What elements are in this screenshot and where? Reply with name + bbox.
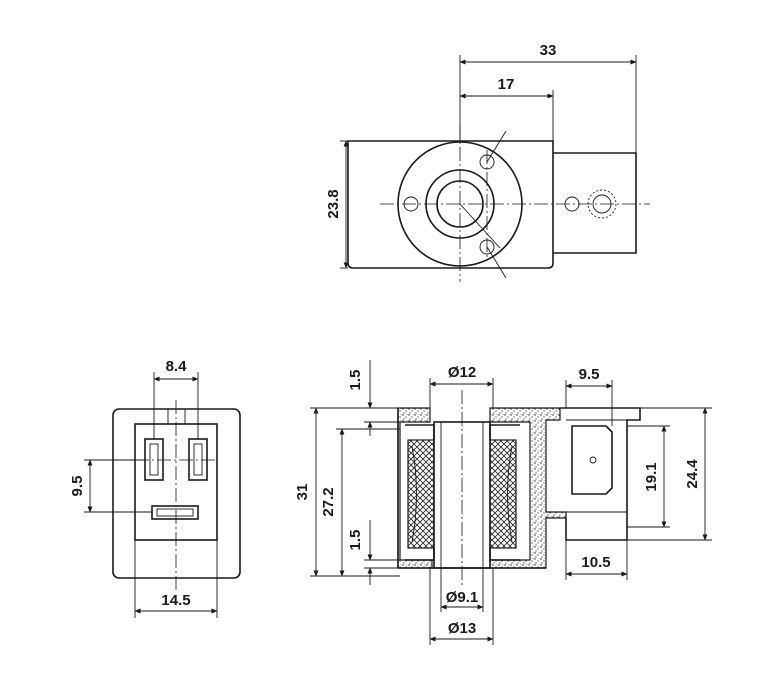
dim-label-9-5: 9.5 xyxy=(69,476,86,497)
dim-label-9-5c: 9.5 xyxy=(579,366,600,383)
section-blade xyxy=(571,425,613,495)
dim-label-17: 17 xyxy=(498,76,515,93)
dim-label-8-4: 8.4 xyxy=(166,358,188,375)
top-leader-lower xyxy=(486,246,507,279)
top-view: 33 17 23.8 xyxy=(325,42,650,282)
top-gland-circle xyxy=(587,189,617,219)
dim-label-23-8: 23.8 xyxy=(325,189,342,218)
dim-label-27-2: 27.2 xyxy=(320,487,337,516)
front-pin-ground xyxy=(151,505,199,520)
dim-label-d9-1: Ø9.1 xyxy=(446,589,479,606)
section-view: 1.5 1.5 31 27.2 Ø12 Ø9.1 Ø13 xyxy=(294,360,712,645)
section-blade-hole xyxy=(589,456,597,464)
dim-label-24-4: 24.4 xyxy=(684,459,701,489)
dim-label-14-5: 14.5 xyxy=(161,592,190,609)
front-pin-left-blade xyxy=(149,443,159,476)
dim-label-d13: Ø13 xyxy=(448,620,476,637)
front-pin-left xyxy=(144,438,164,481)
section-coil-right-curve xyxy=(507,445,513,543)
top-connector-outline xyxy=(553,152,637,254)
section-connector-inner xyxy=(566,419,628,513)
front-pin-right xyxy=(188,438,208,481)
front-top-notch xyxy=(167,409,186,424)
dim-label-d12: Ø12 xyxy=(448,364,476,381)
front-pin-right-blade xyxy=(193,443,203,476)
dim-label-31: 31 xyxy=(294,484,311,501)
dim-label-1-5-bottom: 1.5 xyxy=(347,530,364,551)
front-view: 8.4 9.5 14.5 xyxy=(69,358,241,618)
dim-label-1-5-top: 1.5 xyxy=(347,370,364,391)
front-outer-body xyxy=(112,408,241,579)
section-coil-left xyxy=(407,439,435,549)
dim-label-10-5: 10.5 xyxy=(581,554,610,571)
dim-label-19-1: 19.1 xyxy=(643,462,660,491)
section-coil-left-curve xyxy=(411,445,417,543)
front-pin-ground-blade xyxy=(156,508,194,517)
dim-label-33: 33 xyxy=(540,42,557,59)
section-coil-right xyxy=(489,439,517,549)
top-leader-upper xyxy=(486,130,507,163)
top-leader-center xyxy=(459,203,501,249)
section-housing-right xyxy=(489,407,567,569)
